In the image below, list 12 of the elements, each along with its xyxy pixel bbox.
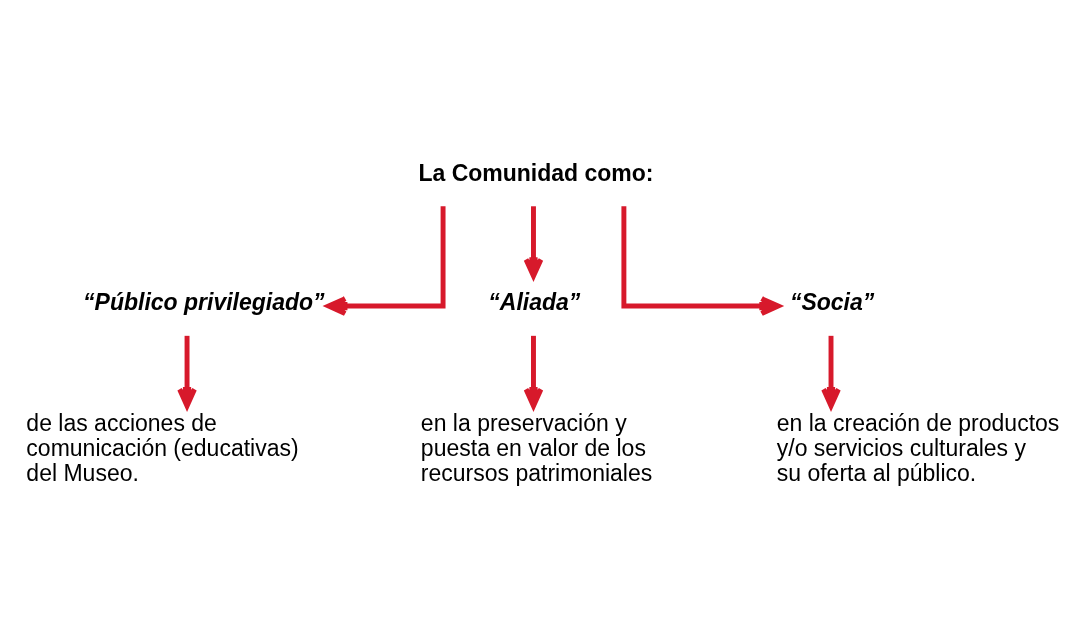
arrow xyxy=(821,335,841,409)
arrow xyxy=(177,335,197,409)
node-text: La Comunidad como: xyxy=(418,159,654,186)
node-text: de las acciones de comunicación (educativas) del Museo. xyxy=(26,410,299,486)
arrow xyxy=(523,206,544,279)
arrow xyxy=(523,335,544,409)
node-text: en la preservación y puesta en valor de los recursos patrimoniales xyxy=(420,410,653,486)
node-text: en la creación de productos y/o servicios culturales y su oferta al público. xyxy=(776,410,1060,486)
node-text: “Socia” xyxy=(789,289,875,316)
node-text: “Público privilegiado” xyxy=(83,289,325,316)
arrow xyxy=(621,206,781,316)
node-text: “Aliada” xyxy=(488,289,581,316)
